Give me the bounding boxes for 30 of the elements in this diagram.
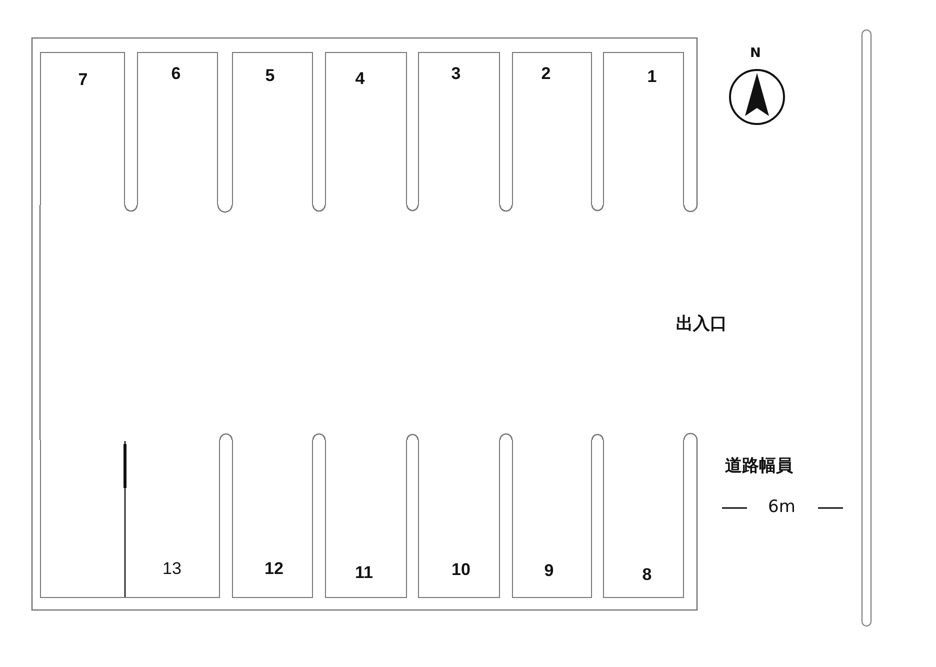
space-number: 8 [642,566,652,583]
space-number: 5 [265,67,275,84]
parking-space [40,440,220,598]
dimension-text: 6m [768,499,796,516]
space-number: 7 [78,71,88,88]
parking-space [418,52,500,205]
space-number: 12 [264,560,284,577]
parking-space [325,440,407,598]
parking-space [512,52,592,205]
space-number: 11 [355,564,373,581]
space-number: 6 [171,65,181,82]
space-number: 3 [451,65,461,82]
space-number: 4 [355,70,365,87]
space-number: 2 [541,65,551,82]
parking-space [512,440,592,598]
parking-space [40,52,125,205]
parking-space [232,52,313,205]
parking-space [325,52,407,205]
road-width-label: 道路幅員 [725,458,793,475]
space-number: 1 [647,68,657,85]
parking-space [603,52,684,205]
entrance-label: 出入口 [676,316,727,333]
space-number: 10 [452,561,470,578]
space-number: 13 [162,560,182,577]
parking-space [137,52,218,205]
parking-space [232,440,313,598]
space-number: 9 [544,562,554,579]
parking-space [603,440,684,598]
parking-space [418,440,500,598]
north-label: N [750,47,761,60]
